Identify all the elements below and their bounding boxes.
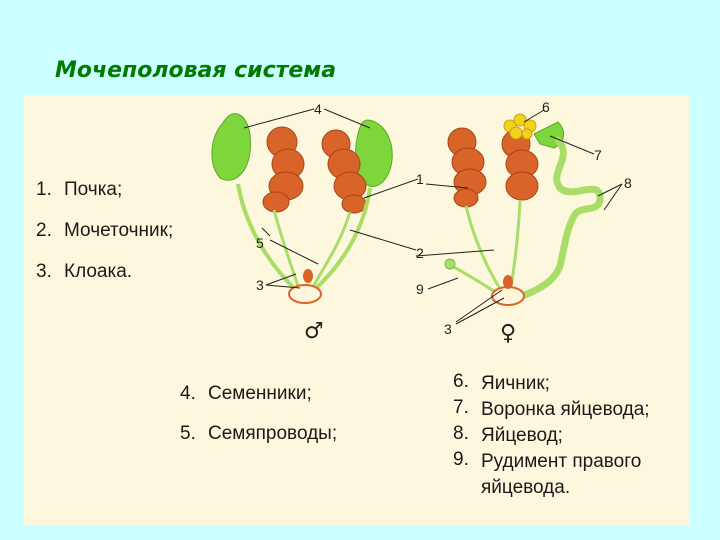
callout-5: 5 — [256, 235, 264, 251]
legend-text: Яичник; — [481, 373, 550, 394]
legend-text: Клоака. — [64, 261, 133, 282]
legend-item: 9. Рудимент правого яйцевода. — [453, 449, 681, 501]
female-left-ureter — [464, 205, 504, 293]
left-ureter — [272, 209, 302, 293]
leader-3-female — [455, 289, 505, 325]
ovary — [503, 113, 537, 140]
callout-3-female: 3 — [444, 321, 452, 337]
male-cloaca — [288, 284, 322, 304]
legend-item: 4. Семенники; — [180, 383, 337, 423]
leader-4 — [243, 108, 371, 129]
legend-item: 2. Мочеточник; — [36, 220, 173, 261]
legend-number: 5. — [180, 423, 196, 444]
callout-7: 7 — [594, 147, 602, 163]
legend-item: 5. Семяпроводы; — [180, 423, 337, 463]
female-cloaca-papilla — [503, 275, 513, 289]
figure-panel: 1. Почка; 2. Мочеточник; 3. Клоака. 4. Семен… — [24, 95, 690, 525]
legend-urinary: 1. Почка; 2. Мочеточник; 3. Клоака. — [36, 179, 173, 302]
callout-2: 2 — [416, 245, 424, 261]
legend-item: 7. Воронка яйцевода; — [453, 397, 681, 423]
oviduct — [518, 136, 604, 300]
female-left-kidney — [447, 127, 487, 208]
callout-1: 1 — [416, 171, 424, 187]
legend-item: 1. Почка; — [36, 179, 173, 220]
legend-text: Семенники; — [208, 383, 312, 404]
legend-item: 8. Яйцевод; — [453, 423, 681, 449]
callout-3-male: 3 — [256, 277, 264, 293]
legend-number: 4. — [180, 383, 196, 404]
legend-number: 1. — [36, 179, 52, 200]
leader-5 — [261, 227, 319, 265]
male-system — [211, 113, 393, 304]
callout-4: 4 — [314, 101, 322, 117]
legend-number: 8. — [453, 423, 469, 444]
legend-number: 6. — [453, 371, 469, 392]
legend-number: 7. — [453, 397, 469, 418]
legend-text: Почка; — [64, 179, 123, 200]
female-symbol: ♀ — [500, 321, 516, 346]
leader-3-male — [265, 273, 301, 289]
left-kidney — [262, 126, 305, 213]
legend-text: Яйцевод; — [481, 425, 563, 446]
callout-9: 9 — [416, 281, 424, 297]
slide-title: Мочеполовая система — [55, 58, 337, 83]
legend-female: 6. Яичник; 7. Воронка яйцевода; 8. Яйцевод;… — [453, 371, 681, 501]
legend-text: Семяпроводы; — [208, 423, 338, 444]
female-system — [444, 113, 604, 306]
leader-2 — [349, 229, 495, 257]
legend-number: 3. — [36, 261, 52, 282]
callout-8: 8 — [624, 175, 632, 191]
leader-6 — [523, 109, 545, 123]
leader-8 — [597, 183, 623, 211]
left-vas-deferens — [236, 183, 300, 294]
leader-7 — [549, 135, 595, 155]
urogenital-diagram: 4 1 5 2 3 9 3 6 7 8 ♂ ♀ — [211, 100, 632, 346]
male-cloaca-papilla — [303, 269, 313, 283]
legend-text: Мочеточник; — [64, 220, 174, 241]
left-testis — [211, 113, 251, 181]
legend-item: 6. Яичник; — [453, 371, 681, 397]
legend-number: 2. — [36, 220, 52, 241]
legend-text: Рудимент правого яйцевода. — [481, 451, 642, 498]
male-symbol: ♂ — [304, 319, 324, 344]
legend-number: 9. — [453, 449, 469, 470]
female-right-kidney — [501, 129, 539, 201]
callout-6: 6 — [542, 100, 550, 115]
leader-9 — [427, 277, 459, 290]
leader-lines — [243, 108, 623, 325]
legend-text: Воронка яйцевода; — [481, 399, 650, 420]
rudimentary-right-oviduct-tip — [444, 258, 456, 270]
leader-1 — [363, 178, 469, 199]
callouts: 4 1 5 2 3 9 3 6 7 8 ♂ ♀ — [256, 100, 632, 346]
legend-male: 4. Семенники; 5. Семяпроводы; — [180, 383, 337, 463]
right-ureter — [308, 211, 352, 293]
legend-item: 3. Клоака. — [36, 261, 173, 302]
right-vas-deferens — [310, 187, 372, 294]
